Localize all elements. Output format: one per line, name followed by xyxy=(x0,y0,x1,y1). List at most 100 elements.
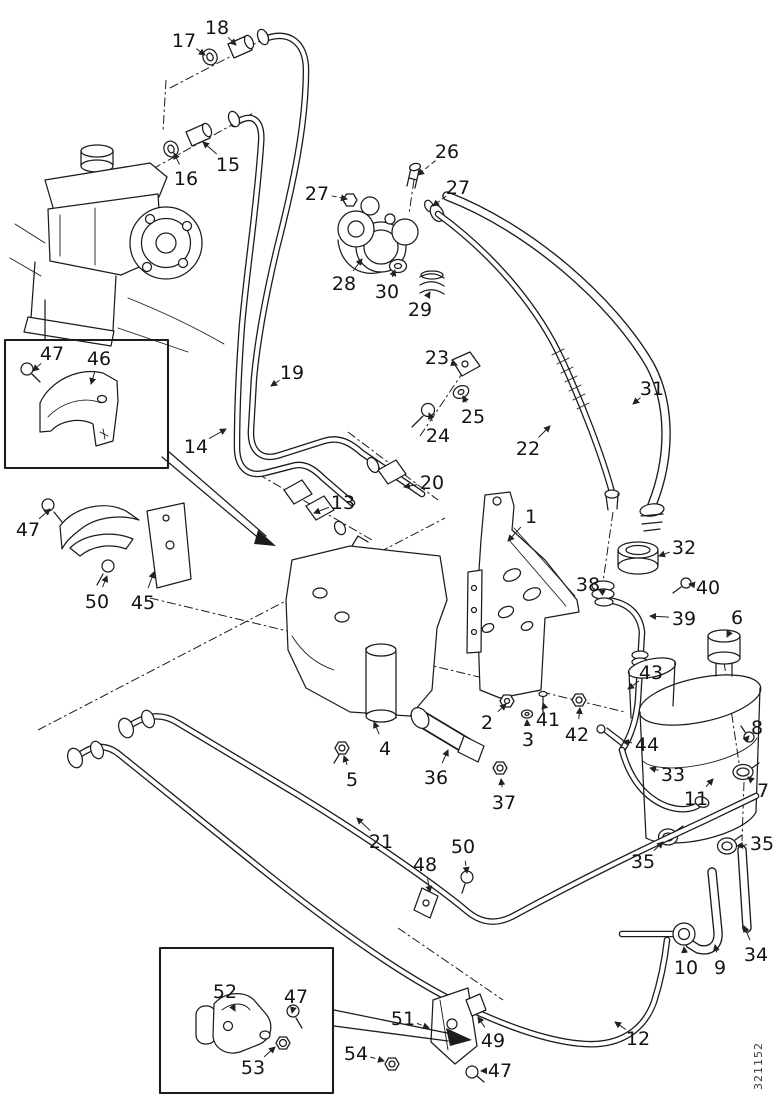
callout-47: 47 xyxy=(488,1060,512,1082)
callout-53: 53 xyxy=(241,1057,265,1079)
leader-line-9 xyxy=(712,944,720,953)
callout-36: 36 xyxy=(424,767,448,789)
callout-46: 46 xyxy=(87,348,111,370)
leader-line-45 xyxy=(147,571,156,589)
callout-37: 37 xyxy=(492,792,516,814)
callout-35: 35 xyxy=(750,833,774,855)
leader-line-40 xyxy=(688,581,696,589)
callout-16: 16 xyxy=(174,168,198,190)
bottom-pipe-12 xyxy=(66,740,667,1044)
leader-line-17 xyxy=(195,48,206,56)
leader-line-42 xyxy=(575,707,583,720)
callout-47: 47 xyxy=(40,343,64,365)
leader-line-33 xyxy=(649,766,659,773)
leader-line-27 xyxy=(432,195,447,207)
callout-28: 28 xyxy=(332,273,356,295)
callout-2: 2 xyxy=(481,712,493,734)
callout-51: 51 xyxy=(391,1008,415,1030)
clamp-45-assembly xyxy=(41,498,192,589)
inset-box-1 xyxy=(3,338,276,546)
callout-25: 25 xyxy=(461,406,485,428)
callout-17: 17 xyxy=(172,30,196,52)
drawing-number: 321152 xyxy=(752,1042,765,1090)
mounting-bracket-4 xyxy=(285,535,448,723)
pipe-clamp-48 xyxy=(413,870,474,919)
leader-line-52 xyxy=(229,1004,236,1012)
leader-line-15 xyxy=(202,141,218,155)
leader-line-13 xyxy=(313,506,330,515)
leader-line-25 xyxy=(462,395,469,403)
leader-line-34 xyxy=(743,925,751,941)
callout-7: 7 xyxy=(757,780,769,802)
leader-line-2 xyxy=(497,703,507,713)
leader-line-4 xyxy=(373,721,380,735)
control-valve-assembly xyxy=(337,162,445,295)
leader-line-35 xyxy=(653,841,664,852)
callout-14: 14 xyxy=(184,436,208,458)
leader-line-30 xyxy=(389,269,397,278)
leader-line-35 xyxy=(736,841,748,849)
callout-4: 4 xyxy=(379,738,391,760)
leader-line-47 xyxy=(32,362,42,372)
inset-bracket-46 xyxy=(20,362,119,447)
leader-line-51 xyxy=(416,1022,430,1030)
callout-6: 6 xyxy=(731,607,743,629)
leader-line-46 xyxy=(89,372,97,385)
callout-48: 48 xyxy=(413,854,437,876)
leader-line-8 xyxy=(742,735,750,743)
pipe-bracket-51 xyxy=(384,987,487,1083)
callout-30: 30 xyxy=(375,281,399,303)
leader-line-53 xyxy=(263,1046,276,1058)
callout-38: 38 xyxy=(576,574,600,596)
hardware-23-24-25 xyxy=(411,351,481,428)
leader-line-47 xyxy=(38,508,51,520)
callout-50: 50 xyxy=(451,836,475,858)
callout-5: 5 xyxy=(346,769,358,791)
callout-13: 13 xyxy=(331,492,355,514)
callout-1: 1 xyxy=(525,506,537,528)
callout-18: 18 xyxy=(205,17,229,39)
callout-54: 54 xyxy=(344,1043,368,1065)
leader-line-26 xyxy=(417,160,436,176)
leader-line-16 xyxy=(173,152,180,165)
leader-line-18 xyxy=(227,36,237,46)
bottom-pipe-21 xyxy=(117,709,756,921)
leader-line-10 xyxy=(681,946,689,954)
callout-26: 26 xyxy=(435,141,459,163)
leader-line-11 xyxy=(705,778,714,788)
callout-35: 35 xyxy=(631,851,655,873)
leader-line-29 xyxy=(423,291,431,299)
callout-8: 8 xyxy=(751,717,763,739)
callout-22: 22 xyxy=(516,438,540,460)
callout-43: 43 xyxy=(639,662,663,684)
leader-line-43 xyxy=(627,680,640,690)
callout-23: 23 xyxy=(425,347,449,369)
leader-line-48 xyxy=(425,878,433,893)
callout-21: 21 xyxy=(369,831,393,853)
callout-41: 41 xyxy=(536,709,560,731)
callout-3: 3 xyxy=(522,729,534,751)
leader-line-1 xyxy=(507,526,522,542)
leader-line-39 xyxy=(649,612,670,620)
callout-19: 19 xyxy=(280,362,304,384)
callout-32: 32 xyxy=(672,537,696,559)
callout-24: 24 xyxy=(426,425,450,447)
leader-line-7 xyxy=(747,776,755,784)
leader-line-38 xyxy=(598,589,606,596)
leader-line-36 xyxy=(441,749,449,764)
leader-line-6 xyxy=(726,630,733,638)
leader-line-5 xyxy=(342,755,350,765)
callout-42: 42 xyxy=(565,724,589,746)
leader-line-27 xyxy=(331,194,348,202)
hose-22 xyxy=(438,214,620,511)
leader-line-21 xyxy=(356,817,371,831)
callout-52: 52 xyxy=(213,981,237,1003)
callout-11: 11 xyxy=(684,788,708,810)
leader-line-37 xyxy=(498,778,506,788)
leader-line-14 xyxy=(208,428,227,440)
reservoir-assembly xyxy=(622,629,762,950)
callout-10: 10 xyxy=(674,957,698,979)
leader-line-50 xyxy=(101,575,109,588)
leader-line-32 xyxy=(658,550,671,558)
